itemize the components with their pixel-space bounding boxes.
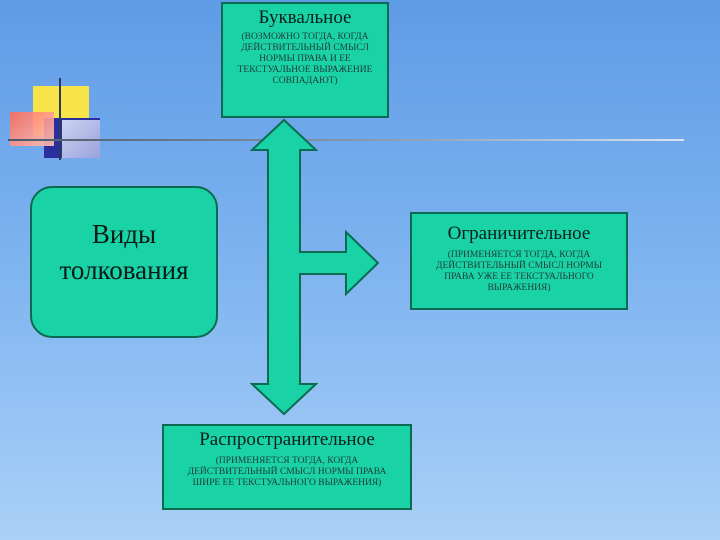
restrictive-note: (применяется тогда, когда действительный…: [436, 250, 602, 293]
literal-note: (возможно тогда, когда действительный см…: [237, 32, 373, 86]
main-title-line2: толкования: [59, 255, 189, 285]
decor-vertical-line: [59, 78, 61, 160]
extensive-note: (применяется тогда, когда действительный…: [187, 456, 387, 488]
restrictive-box: Ограничительное (применяется тогда, когд…: [410, 212, 628, 310]
literal-box: Буквальное (возможно тогда, когда действ…: [221, 2, 389, 118]
double-arrow-with-branch: [249, 118, 380, 416]
decor-horizontal-line: [8, 139, 684, 141]
main-box-types-of-interpretation: Виды толкования: [30, 186, 218, 338]
extensive-box: Распространительное (применяется тогда, …: [162, 424, 412, 510]
extensive-title: Распространительное: [199, 429, 375, 450]
main-title-line1: Виды: [91, 219, 157, 249]
restrictive-title: Ограничительное: [447, 223, 591, 244]
literal-title: Буквальное: [258, 7, 352, 28]
